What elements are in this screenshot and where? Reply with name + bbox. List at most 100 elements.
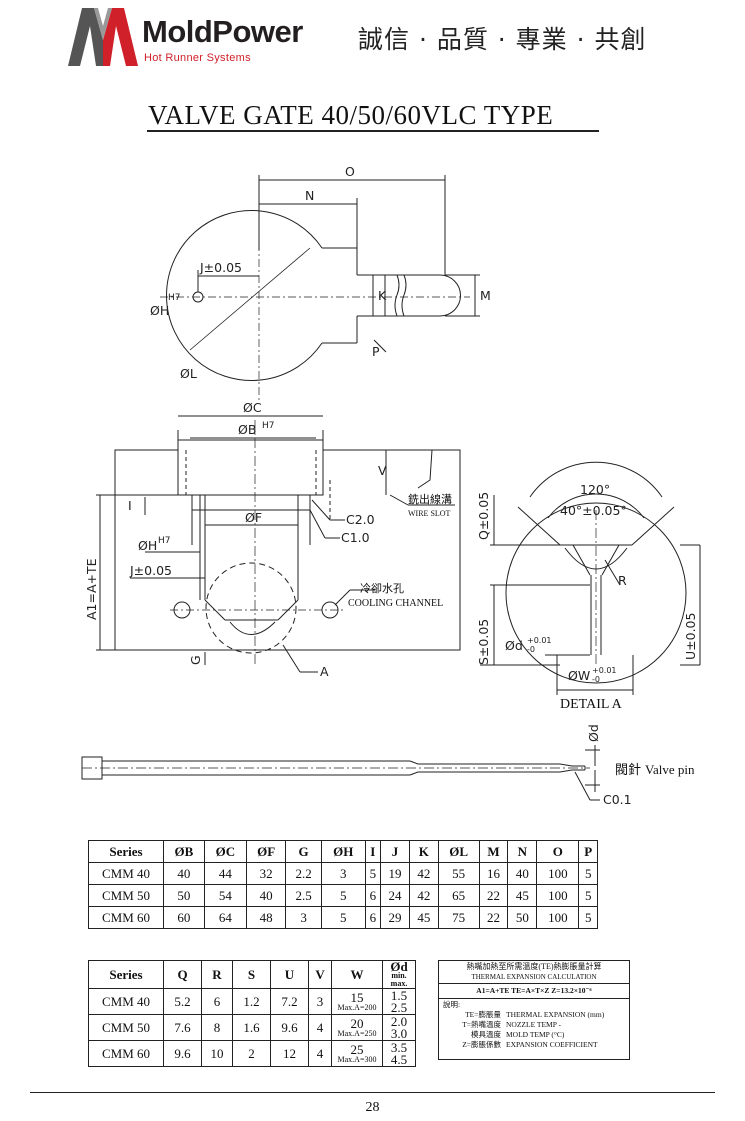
cell: CMM 60 bbox=[88, 1040, 164, 1067]
cooling-channel-cn: 冷卻水孔 bbox=[360, 582, 404, 595]
cell: 3 bbox=[320, 862, 366, 885]
dim-h-top-fit: H7 bbox=[168, 293, 181, 303]
cell: 100 bbox=[536, 862, 580, 885]
col-header: S bbox=[231, 960, 271, 989]
d-min: 1.5 bbox=[390, 987, 408, 1003]
cell: 40 bbox=[163, 862, 205, 885]
calc-title-cn: 熱嘴加熱至所需溫度(TE)熱膨脹量計算 bbox=[466, 962, 602, 971]
slogan: 誠信 · 品質 · 專業 · 共創 bbox=[358, 25, 647, 54]
dimension-table-2: Series Q R S U V W Ød min. max. CMM 40 5… bbox=[88, 960, 416, 1067]
cell: 5 bbox=[578, 862, 598, 885]
dim-h-section: ØH bbox=[138, 538, 157, 553]
cell: 42 bbox=[408, 884, 439, 907]
cell: 40 bbox=[246, 884, 287, 907]
col-header: Series bbox=[88, 840, 164, 863]
w-max: Max.A=300 bbox=[337, 1054, 377, 1064]
page-title: VALVE GATE 40/50/60VLC TYPE bbox=[148, 100, 554, 130]
cell: 45 bbox=[507, 884, 538, 907]
calc-formula: A1=A+TE TE=A×T×Z Z=13.2×10⁻⁶ bbox=[439, 984, 629, 999]
d-max: 4.5 bbox=[390, 1051, 408, 1067]
dim-j-section: J±0.05 bbox=[129, 563, 172, 578]
col-header: P bbox=[578, 840, 598, 863]
cell: 7.2 bbox=[269, 988, 310, 1015]
w-value: 15 bbox=[350, 989, 364, 1005]
valve-pin-en: Valve pin bbox=[645, 762, 695, 777]
dim-m: M bbox=[480, 288, 491, 303]
dim-b-fit: H7 bbox=[262, 421, 275, 431]
cell: 19 bbox=[380, 862, 410, 885]
cell: 5 bbox=[320, 906, 366, 929]
cell: 5 bbox=[578, 906, 598, 929]
col-header: R bbox=[201, 960, 233, 989]
w-value: 25 bbox=[350, 1041, 364, 1057]
dim-p: P bbox=[372, 344, 380, 359]
cell: 2.5 bbox=[285, 884, 322, 907]
w-max: Max.A=250 bbox=[337, 1028, 377, 1038]
dim-g: G bbox=[188, 655, 203, 665]
cooling-channel-en: COOLING CHANNEL bbox=[348, 598, 443, 609]
wire-slot-en: WIRE SLOT bbox=[408, 509, 451, 518]
cell: 5.2 bbox=[162, 988, 203, 1015]
cell: 5 bbox=[578, 884, 598, 907]
col-header: ØF bbox=[246, 840, 287, 863]
calc-header: 熱嘴加熱至所需溫度(TE)熱膨脹量計算 THERMAL EXPANSION CA… bbox=[439, 961, 629, 984]
detail-r: R bbox=[618, 573, 627, 588]
cell: 3 bbox=[308, 988, 332, 1015]
col-header: ØB bbox=[163, 840, 205, 863]
cell: 8 bbox=[201, 1014, 233, 1041]
cell: 3 bbox=[285, 906, 322, 929]
detail-w-tol-minus: -0 bbox=[592, 675, 600, 684]
dim-h-top: ØH bbox=[150, 303, 169, 318]
d-max: 2.5 bbox=[390, 999, 408, 1015]
cell: 6 bbox=[364, 884, 382, 907]
dim-j-top: J±0.05 bbox=[199, 260, 242, 275]
cell: 50 bbox=[163, 884, 205, 907]
cell: CMM 50 bbox=[88, 884, 164, 907]
dim-v: V bbox=[378, 463, 387, 478]
col-header: Q bbox=[162, 960, 203, 989]
cell: 100 bbox=[536, 906, 580, 929]
col-header: G bbox=[285, 840, 322, 863]
detail-w-tol-plus: +0.01 bbox=[592, 666, 617, 675]
cell: 55 bbox=[437, 862, 480, 885]
col-header: Series bbox=[88, 960, 164, 989]
dim-b: ØB bbox=[238, 422, 256, 437]
detail-q: Q±0.05 bbox=[476, 492, 491, 540]
brand-tagline: Hot Runner Systems bbox=[144, 52, 251, 64]
dim-l: ØL bbox=[180, 366, 197, 381]
cell: CMM 50 bbox=[88, 1014, 164, 1041]
w-max: Max.A=200 bbox=[337, 1002, 377, 1012]
cell: 32 bbox=[246, 862, 287, 885]
detail-angle-120: 120° bbox=[580, 482, 610, 497]
thermal-expansion-box: 熱嘴加熱至所需溫度(TE)熱膨脹量計算 THERMAL EXPANSION CA… bbox=[438, 960, 630, 1060]
pin-diameter: Ød bbox=[586, 724, 601, 742]
dimension-table-1: Series ØB ØC ØF G ØH I J K ØL M N O P CM… bbox=[88, 840, 598, 929]
cell: 22 bbox=[478, 884, 509, 907]
col-header: V bbox=[308, 960, 332, 989]
dim-o: O bbox=[345, 164, 355, 179]
cell: 40 bbox=[507, 862, 538, 885]
detail-u: U±0.05 bbox=[683, 613, 698, 660]
cell: 29 bbox=[380, 906, 410, 929]
cell: 4 bbox=[308, 1040, 332, 1067]
moldpower-logo-icon bbox=[68, 8, 138, 66]
col-header: K bbox=[408, 840, 439, 863]
col-header: N bbox=[507, 840, 538, 863]
cell: 5 bbox=[320, 884, 366, 907]
col-header: ØL bbox=[437, 840, 480, 863]
cell: 9.6 bbox=[162, 1040, 203, 1067]
table-header-row: Series Q R S U V W Ød min. max. bbox=[88, 960, 416, 989]
col-header-d: Ød min. max. bbox=[382, 960, 416, 989]
title-underline bbox=[147, 130, 599, 132]
wire-slot-cn: 銑出線溝 bbox=[408, 492, 452, 506]
